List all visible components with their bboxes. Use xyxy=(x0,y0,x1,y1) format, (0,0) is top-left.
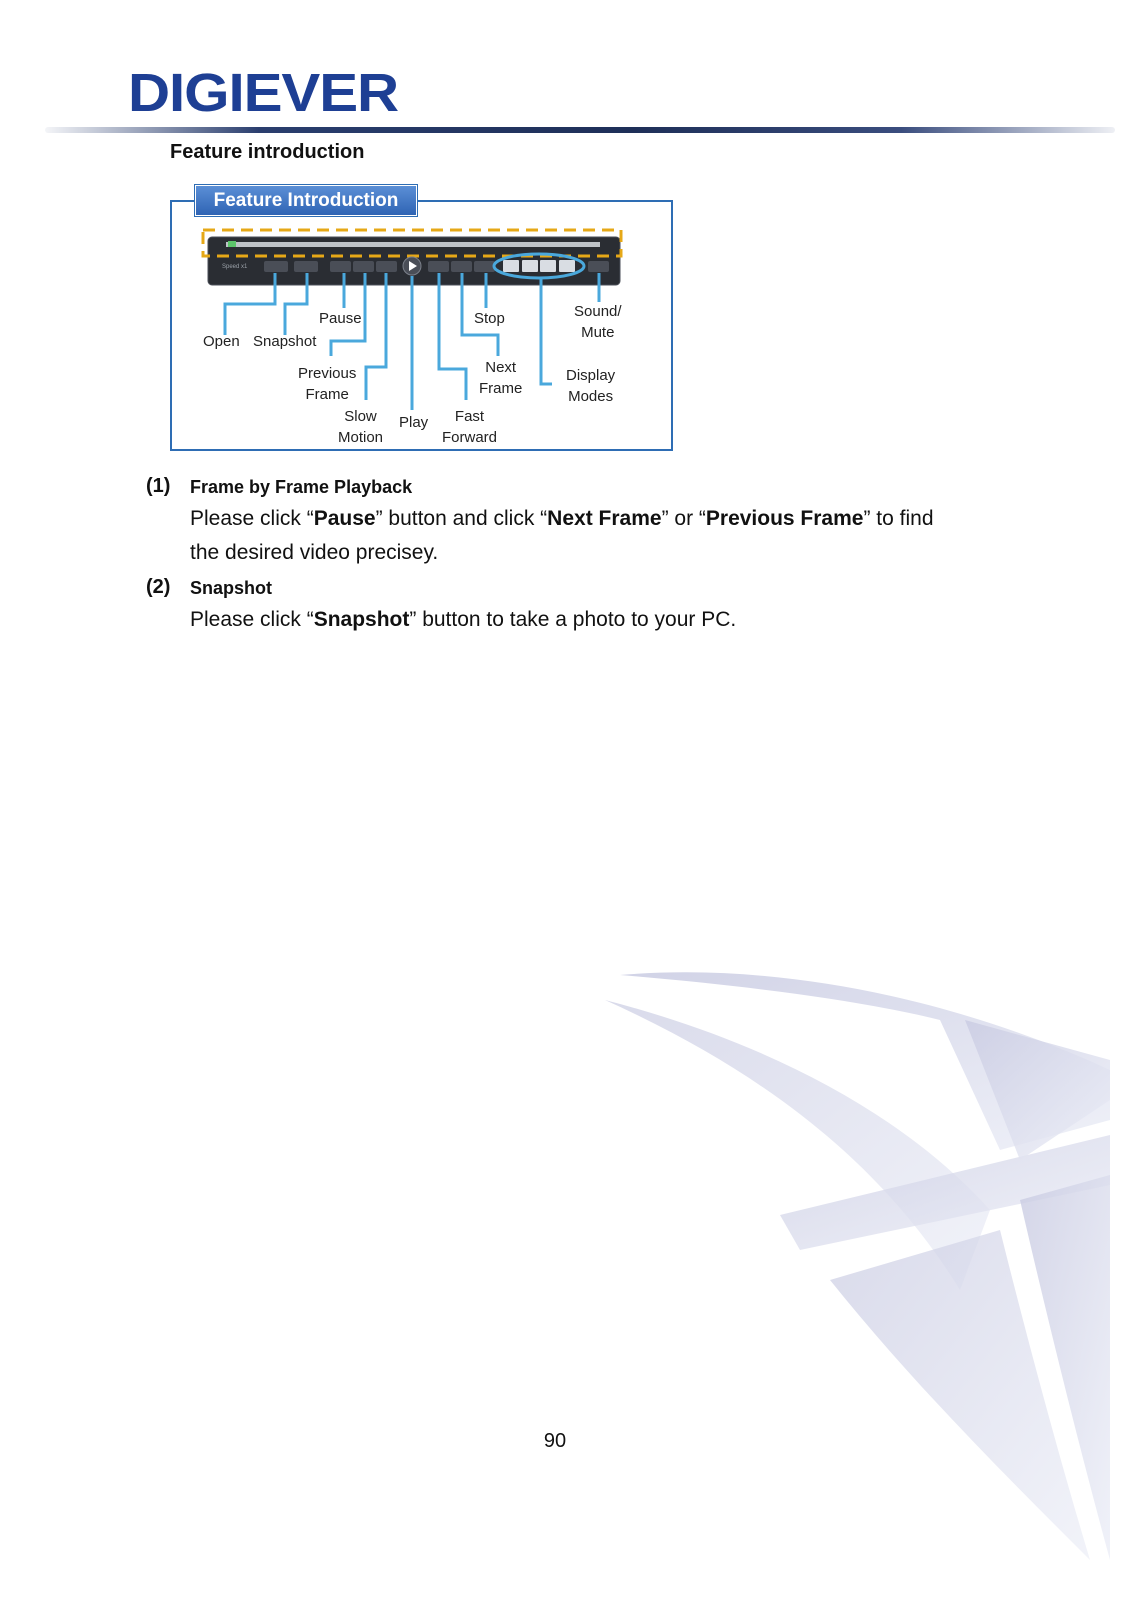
label-next-frame-line2: Frame xyxy=(479,378,522,399)
text-run: ” button to take a photo to your PC. xyxy=(409,608,736,631)
label-open: Open xyxy=(203,331,240,352)
item-2-heading: Snapshot xyxy=(190,578,272,599)
label-display-modes: Display Modes xyxy=(566,365,615,407)
text-run: ” or “ xyxy=(662,507,706,530)
text-bold-snapshot: Snapshot xyxy=(314,608,410,631)
label-display-modes-line1: Display xyxy=(566,365,615,386)
label-slow-motion-line1: Slow xyxy=(338,406,383,427)
label-sound-mute: Sound/ Mute xyxy=(574,301,622,343)
label-fast-forward: Fast Forward xyxy=(442,406,497,448)
item-1-number: (1) xyxy=(146,475,170,498)
text-bold-previous-frame: Previous Frame xyxy=(706,507,864,530)
text-run: ” button and click “ xyxy=(376,507,548,530)
progress-indicator xyxy=(228,241,236,247)
label-slow-motion: Slow Motion xyxy=(338,406,383,448)
label-previous-frame-line1: Previous xyxy=(298,363,356,384)
label-next-frame: Next Frame xyxy=(479,357,522,399)
sound-button-shape xyxy=(588,261,609,272)
label-display-modes-line2: Modes xyxy=(566,386,615,407)
item-1-paragraph: Please click “Pause” button and click “N… xyxy=(190,502,950,570)
item-2-number: (2) xyxy=(146,576,170,599)
label-previous-frame-line2: Frame xyxy=(298,384,356,405)
text-bold-next-frame: Next Frame xyxy=(547,507,661,530)
label-slow-motion-line2: Motion xyxy=(338,427,383,448)
label-fast-forward-line2: Forward xyxy=(442,427,497,448)
snapshot-button-shape xyxy=(294,261,318,272)
item-2-paragraph: Please click “Snapshot” button to take a… xyxy=(190,603,950,637)
text-run: Please click “ xyxy=(190,507,314,530)
header-rule xyxy=(45,127,1115,133)
label-previous-frame: Previous Frame xyxy=(298,363,356,405)
label-sound-mute-line1: Sound/ xyxy=(574,301,622,322)
speed-label: Speed x1 xyxy=(222,264,248,270)
label-play: Play xyxy=(399,412,428,433)
label-next-frame-line1: Next xyxy=(479,357,522,378)
page-number: 90 xyxy=(0,1430,1110,1453)
progress-track xyxy=(226,242,600,247)
label-sound-mute-line2: Mute xyxy=(574,322,622,343)
label-snapshot: Snapshot xyxy=(253,331,316,352)
label-fast-forward-line1: Fast xyxy=(442,406,497,427)
digiever-logo: DIGIEVER xyxy=(128,66,398,120)
item-1-heading: Frame by Frame Playback xyxy=(190,477,412,498)
text-run: Please click “ xyxy=(190,608,314,631)
text-bold-pause: Pause xyxy=(314,507,376,530)
label-pause: Pause xyxy=(319,308,362,329)
section-title: Feature introduction xyxy=(170,141,364,164)
label-stop: Stop xyxy=(474,308,505,329)
open-button-shape xyxy=(264,261,288,272)
